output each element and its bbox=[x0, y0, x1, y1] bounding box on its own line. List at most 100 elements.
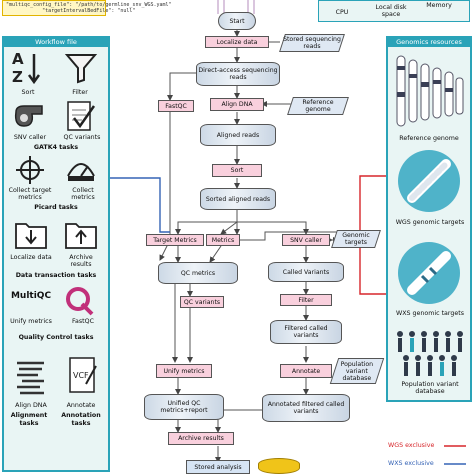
population-db-label: Population variant database bbox=[401, 381, 459, 395]
qc-metrics-node: QC metrics bbox=[158, 262, 238, 284]
start-node: Start bbox=[218, 12, 256, 30]
aligned-reads-node: Aligned reads bbox=[200, 124, 276, 146]
filtered-variants-text: Filtered called variants bbox=[284, 325, 328, 339]
whistle-icon bbox=[14, 105, 43, 127]
filter-icon bbox=[64, 54, 98, 84]
sorted-reads-text: Sorted aligned reads bbox=[205, 195, 271, 203]
archive-folder-icon bbox=[65, 223, 97, 249]
direct-access-text: Direct-access sequencing reads bbox=[198, 67, 278, 81]
multiqc-logo: MultiQC bbox=[10, 291, 52, 301]
metrics-text: Metrics bbox=[211, 236, 235, 244]
reference-genome-label: Reference genome bbox=[399, 135, 459, 142]
chromosomes-icon bbox=[396, 55, 464, 127]
genomics-panel-title: Genomics resources bbox=[388, 38, 470, 47]
wgs-targets-icon bbox=[398, 150, 460, 212]
genomic-targets-node: Genomic targets bbox=[331, 230, 381, 248]
wxs-targets-label: WXS genomic targets bbox=[395, 310, 465, 317]
sort-label: Sort bbox=[21, 89, 35, 96]
align-dna-label: Align DNA bbox=[15, 402, 47, 409]
hardware-resources: CPU Local disk space Memory bbox=[318, 0, 470, 22]
filtered-variants-node: Filtered called variants bbox=[270, 320, 342, 344]
collect-target-label: Collect target metrics bbox=[8, 187, 52, 201]
alignment-tasks-label: Alignment tasks bbox=[10, 412, 48, 427]
stored-analysis-node: Stored analysis bbox=[186, 460, 250, 474]
config-line-2: "targetIntervalBedFile": "null" bbox=[42, 8, 136, 14]
qc-variants-node: QC variants bbox=[180, 296, 224, 308]
annotate-label: Annotate bbox=[66, 402, 96, 409]
population-db-text: Population variant database bbox=[340, 360, 374, 382]
target-metrics-node: Target Metrics bbox=[146, 234, 204, 246]
qc-metrics-text: QC metrics bbox=[180, 269, 216, 277]
metrics-node: Metrics bbox=[206, 234, 240, 246]
stored-reads-text: Stored sequencing reads bbox=[283, 36, 341, 50]
sort-text: Sort bbox=[230, 167, 244, 174]
svg-text:A: A bbox=[12, 50, 24, 68]
align-dna-node: Align DNA bbox=[210, 98, 264, 111]
filter-node: Filter bbox=[280, 294, 332, 306]
sort-icon: A Z bbox=[12, 50, 41, 86]
filter-text: Filter bbox=[298, 296, 314, 304]
annotate-vcf-icon: VCF bbox=[69, 357, 97, 393]
annotation-tasks-label: Annotation tasks bbox=[61, 412, 101, 427]
picard-tasks-label: Picard tasks bbox=[34, 204, 78, 211]
sorted-reads-node: Sorted aligned reads bbox=[200, 188, 276, 210]
align-dna-icon bbox=[17, 361, 44, 395]
called-variants-text: Called Variants bbox=[282, 268, 330, 276]
qc-variants-icon bbox=[67, 101, 96, 131]
sort-node: Sort bbox=[212, 164, 262, 177]
stored-analysis-text: Stored analysis bbox=[194, 463, 242, 471]
annotated-filtered-text: Annotated filtered called variants bbox=[267, 401, 345, 415]
svg-text:VCF: VCF bbox=[73, 371, 89, 380]
population-icon bbox=[397, 331, 463, 376]
workflow-file-panel: Workflow file A Z Sort Filter SNV caller… bbox=[2, 36, 110, 472]
snv-caller-label: SNV caller bbox=[13, 134, 47, 141]
snv-caller-node: SNV caller bbox=[282, 234, 330, 246]
unify-metrics-text: Unify metrics bbox=[163, 367, 205, 375]
localize-text: Localize data bbox=[216, 38, 258, 46]
annotate-node: Annotate bbox=[280, 364, 332, 378]
quality-control-tasks-label: Quality Control tasks bbox=[18, 334, 94, 341]
fastqc-text: FastQC bbox=[165, 102, 187, 110]
annotate-text: Annotate bbox=[291, 367, 321, 375]
data-transaction-tasks-label: Data transaction tasks bbox=[15, 272, 97, 279]
unify-metrics-node: Unify metrics bbox=[156, 364, 212, 378]
config-snippet: "multiqc_config_file": "/path/to/germlin… bbox=[2, 0, 172, 16]
localize-data-label: Localize data bbox=[10, 254, 52, 261]
workflow-panel-title: Workflow file bbox=[4, 38, 108, 47]
fastqc-logo bbox=[66, 287, 94, 316]
target-icon bbox=[16, 156, 44, 184]
wxs-targets-icon bbox=[398, 242, 460, 304]
unified-qc-text: Unified QC metrics+report bbox=[160, 400, 208, 414]
cpu-label: CPU bbox=[335, 9, 349, 16]
config-line-1: "multiqc_config_file": "/path/to/germlin… bbox=[6, 2, 172, 8]
genomic-targets-text: Genomic targets bbox=[342, 232, 370, 246]
local-disk-label: Local disk space bbox=[375, 4, 407, 18]
reference-genome-node: Reference genome bbox=[287, 97, 349, 115]
archive-results-node: Archive results bbox=[168, 432, 234, 445]
unify-metrics-label: Unify metrics bbox=[10, 318, 52, 325]
memory-label: Memory bbox=[426, 2, 452, 9]
filter-label: Filter bbox=[72, 89, 88, 96]
called-variants-node: Called Variants bbox=[268, 262, 344, 282]
align-dna-text: Align DNA bbox=[221, 101, 253, 108]
qc-variants-text: QC variants bbox=[183, 298, 221, 306]
fastqc-label: FastQC bbox=[71, 318, 94, 325]
archive-text: Archive results bbox=[178, 435, 224, 442]
localize-data-node: Localize data bbox=[205, 36, 269, 48]
localize-folder-icon bbox=[15, 223, 47, 249]
collect-metrics-icon bbox=[67, 163, 95, 181]
wgs-targets-label: WGS genomic targets bbox=[395, 219, 465, 226]
qc-variants-label: QC variants bbox=[63, 134, 101, 141]
reference-genome-text: Reference genome bbox=[302, 99, 334, 113]
unified-qc-node: Unified QC metrics+report bbox=[144, 394, 224, 420]
genomics-resources-panel: Genomics resources Reference genome WGS … bbox=[386, 36, 472, 402]
collect-metrics-label: Collect metrics bbox=[71, 187, 95, 201]
legend-wgs: WGS exclusive bbox=[388, 442, 435, 449]
fastqc-node: FastQC bbox=[158, 100, 194, 112]
direct-access-reads-node: Direct-access sequencing reads bbox=[196, 62, 280, 86]
archive-results-label: Archive results bbox=[69, 254, 93, 268]
storage-cylinder-icon bbox=[258, 458, 300, 474]
gatk4-tasks-label: GATK4 tasks bbox=[33, 144, 79, 151]
